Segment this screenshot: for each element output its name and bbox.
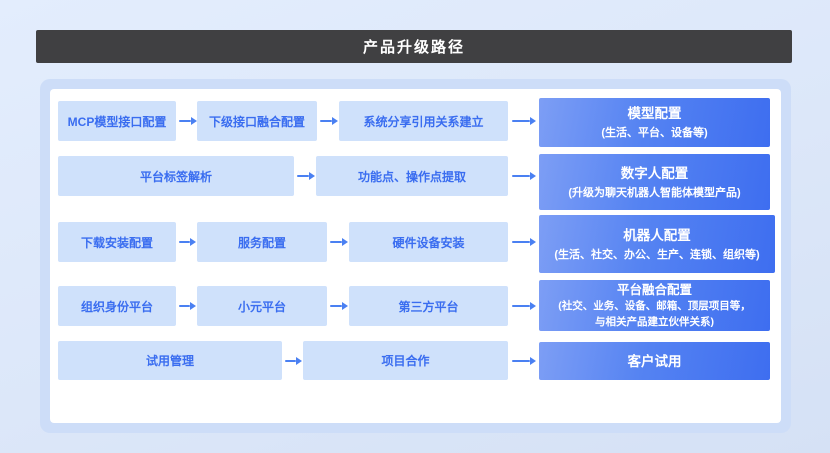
step-box: MCP模型接口配置 [58, 101, 176, 141]
step-label: 小元平台 [237, 299, 286, 314]
arrow-right-icon [512, 302, 536, 310]
result-subtitle: (升级为聊天机器人智能体模型产品) [568, 186, 741, 199]
arrow-right-icon [330, 238, 348, 246]
result-subtitle: (社交、业务、设备、邮箱、顶层项目等， [558, 300, 751, 312]
arrow-right-icon [297, 172, 315, 180]
result-box: 机器人配置 (生活、社交、办公、生产、连锁、组织等) [539, 215, 775, 273]
step-box: 平台标签解析 [58, 156, 294, 196]
step-label: 组织身份平台 [80, 299, 153, 314]
diagram-title: 产品升级路径 [362, 39, 465, 56]
arrow-right-icon [512, 117, 536, 125]
arrow-right-icon [285, 357, 302, 365]
result-box: 客户试用 [539, 342, 770, 380]
step-label: 服务配置 [237, 235, 286, 250]
arrow-right-icon [179, 302, 196, 310]
step-label: 平台标签解析 [139, 169, 212, 184]
result-title: 模型配置 [627, 106, 682, 121]
result-title: 平台融合配置 [616, 283, 692, 297]
arrow-right-icon [330, 302, 348, 310]
result-subtitle: 与相关产品建立伙伴关系) [595, 315, 714, 328]
step-label: 功能点、操作点提取 [357, 169, 466, 184]
arrow-right-icon [512, 238, 536, 246]
step-box: 服务配置 [197, 222, 327, 262]
header-bar: 产品升级路径 [36, 30, 792, 63]
step-label: 项目合作 [381, 354, 430, 368]
step-box: 硬件设备安装 [349, 222, 508, 262]
result-box: 数字人配置 (升级为聊天机器人智能体模型产品) [539, 154, 770, 210]
step-box: 下载安装配置 [58, 222, 176, 262]
result-title: 机器人配置 [623, 227, 691, 243]
step-box: 试用管理 [58, 341, 282, 380]
step-label: 下级接口融合配置 [208, 114, 305, 129]
step-box: 功能点、操作点提取 [316, 156, 508, 196]
result-subtitle: (生活、平台、设备等) [601, 127, 708, 139]
result-subtitle: (生活、社交、办公、生产、连锁、组织等) [554, 248, 760, 261]
step-label: MCP模型接口配置 [67, 114, 167, 129]
step-box: 小元平台 [197, 286, 327, 326]
step-label: 第三方平台 [398, 299, 459, 314]
arrow-right-icon [512, 357, 536, 365]
arrow-right-icon [512, 172, 536, 180]
step-label: 下载安装配置 [80, 235, 153, 250]
result-box: 模型配置 (生活、平台、设备等) [539, 98, 770, 147]
arrow-right-icon [179, 238, 196, 246]
result-box: 平台融合配置 (社交、业务、设备、邮箱、顶层项目等， 与相关产品建立伙伴关系) [539, 280, 770, 331]
step-box: 组织身份平台 [58, 286, 176, 326]
step-box: 下级接口融合配置 [197, 101, 317, 141]
step-box: 第三方平台 [349, 286, 508, 326]
arrow-right-icon [179, 117, 197, 125]
result-title: 数字人配置 [620, 165, 689, 181]
step-box: 项目合作 [303, 341, 508, 380]
step-label: 硬件设备安装 [392, 235, 465, 250]
result-title: 客户试用 [627, 353, 682, 369]
step-label: 系统分享引用关系建立 [363, 114, 484, 129]
arrow-right-icon [320, 117, 338, 125]
step-label: 试用管理 [145, 354, 194, 368]
step-box: 系统分享引用关系建立 [339, 101, 508, 141]
